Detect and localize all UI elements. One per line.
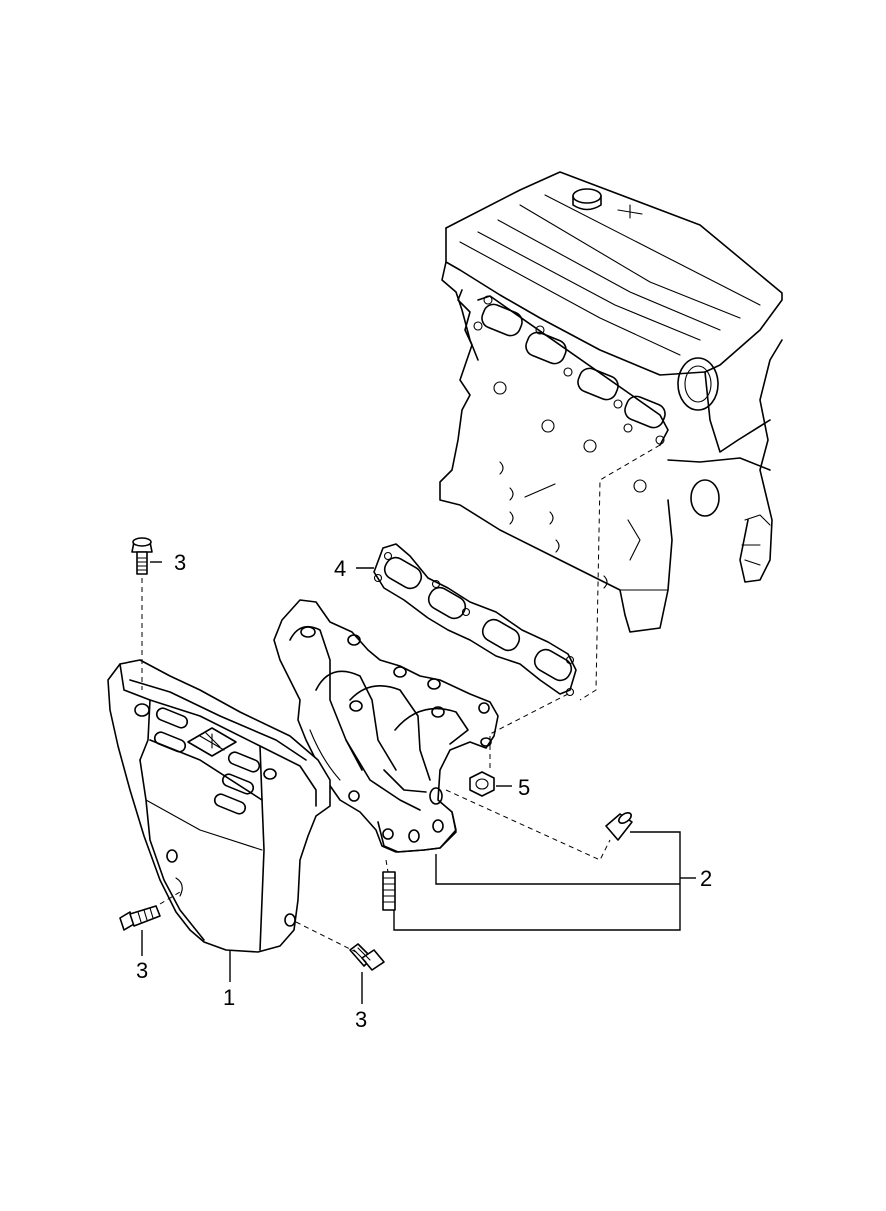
nut-drawing [469, 771, 495, 797]
callout-1: 1 [223, 985, 235, 1010]
bolt-drawing [349, 943, 385, 971]
callout-3-left: 3 [136, 958, 148, 983]
callout-5: 5 [518, 775, 530, 800]
engine-block-drawing [439, 171, 783, 633]
heat-shield-drawing [107, 659, 331, 953]
leader-lines [141, 561, 696, 1004]
callout-3-bottom: 3 [355, 1007, 367, 1032]
alignment-lines [141, 444, 661, 955]
callout-2: 2 [700, 866, 712, 891]
exhaust-manifold-drawing [273, 599, 499, 853]
bolt-drawing [119, 905, 161, 931]
callout-4: 4 [334, 556, 346, 581]
bolt-drawing [131, 537, 153, 575]
stud-drawing [382, 871, 396, 911]
stud-drawing [605, 812, 633, 841]
manifold-gasket-drawing [373, 543, 577, 697]
callout-3-top: 3 [174, 550, 186, 575]
engine-exhaust-ports [473, 295, 666, 445]
